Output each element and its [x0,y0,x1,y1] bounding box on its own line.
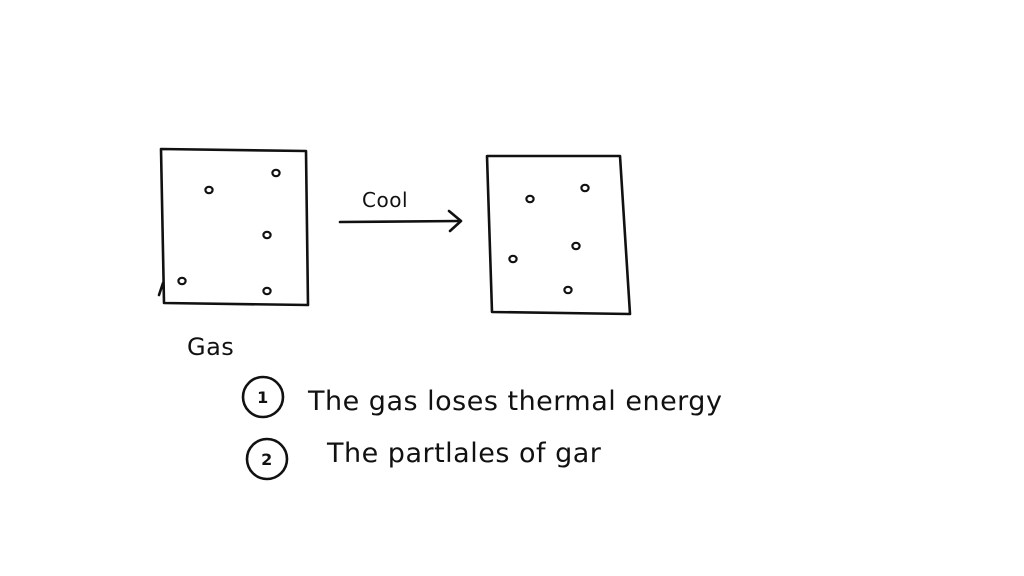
state-label: Gas [187,333,234,361]
note-1-number-circle [241,375,285,419]
container-after-outline [485,154,632,316]
note-1: 1 The gas loses thermal energy [241,375,722,419]
arrow-shaft [338,219,462,224]
container-after [485,154,632,316]
particles-before-dot-5 [262,286,272,296]
arrow-label: Cool [362,188,408,212]
note-1-text: The gas loses thermal energy [307,386,722,417]
particles-after-dot-2 [580,183,590,193]
particles-after-dot-3 [571,241,581,251]
note-2-text: The partlales of gar [326,438,602,469]
particles-before-dot-3 [262,230,272,240]
note-2: 2 The partlales of gar [245,437,602,481]
particles-before-dot-2 [271,168,281,178]
cool-arrow: Cool [338,188,463,233]
particles-after [508,183,590,295]
note-2-number: 2 [261,450,273,469]
container-before-outline [157,147,310,307]
particles-before-dot-1 [204,185,214,195]
particles-before [177,168,281,296]
particles-before-dot-4 [177,276,187,286]
arrow-head [447,209,463,233]
container-before [157,147,310,307]
note-2-number-circle [245,437,289,481]
particles-after-dot-1 [525,194,535,204]
note-1-number: 1 [257,388,269,407]
particles-after-dot-5 [563,285,573,295]
particles-after-dot-4 [508,254,518,264]
